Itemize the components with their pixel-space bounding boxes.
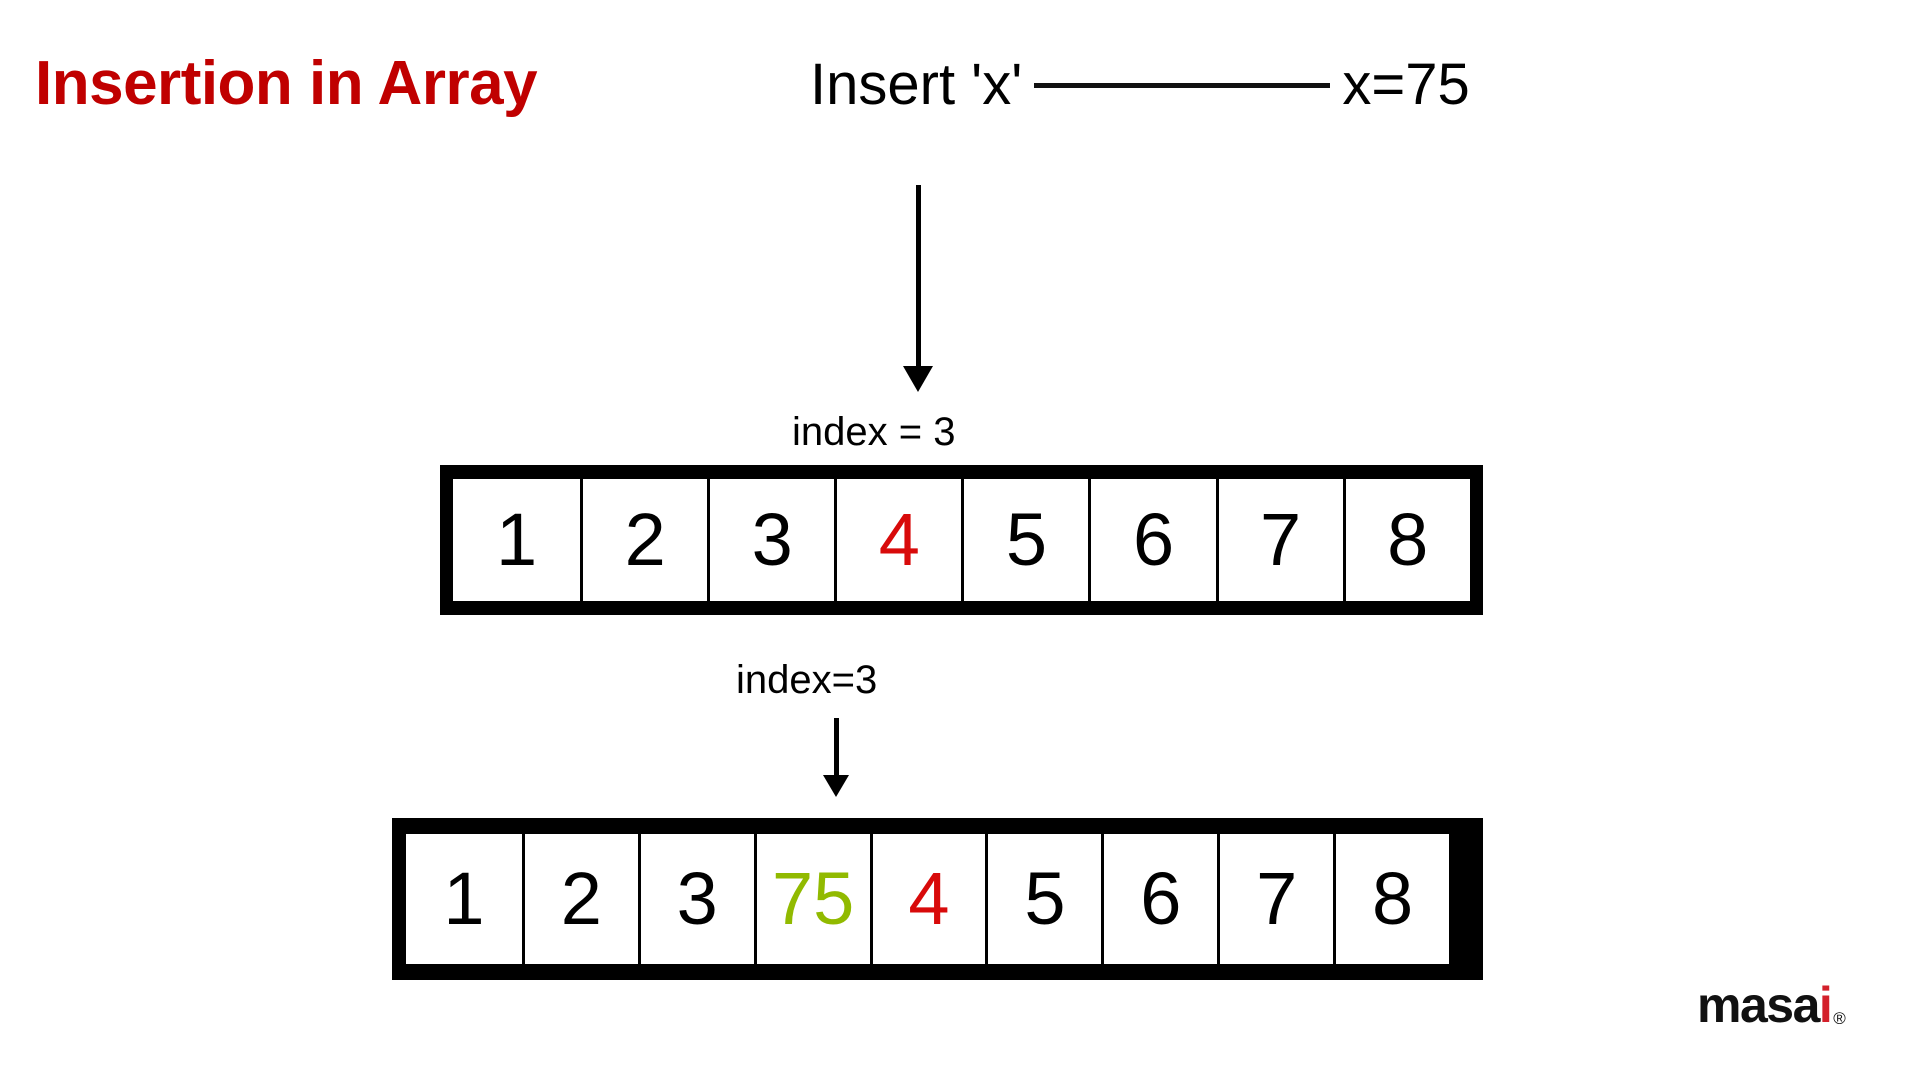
array-result: 1 2 3 75 4 5 6 7 8: [392, 818, 1483, 980]
array-cell: 4: [869, 834, 986, 964]
arrow-head: [823, 775, 849, 797]
down-arrow-icon-to-array-two: [823, 718, 849, 797]
down-arrow-icon-to-array-one: [903, 185, 933, 392]
array-cell: 6: [1101, 834, 1218, 964]
array-cell: 7: [1215, 479, 1343, 601]
array-cell: 5: [961, 479, 1089, 601]
array-cell-inserted: 75: [753, 834, 870, 964]
brand-name: masa: [1697, 977, 1820, 1033]
array-cell: 2: [580, 479, 708, 601]
array-cell: 6: [1088, 479, 1216, 601]
array-cell: 4: [834, 479, 962, 601]
array-cell: 2: [521, 834, 638, 964]
page-title: Insertion in Array: [35, 49, 538, 118]
insert-expression: Insert 'x' x=75: [810, 56, 1470, 114]
array-cell: 1: [406, 834, 522, 964]
array-cell: 3: [637, 834, 754, 964]
array-cell: 8: [1342, 479, 1470, 601]
index-label-result: index=3: [736, 658, 878, 702]
index-label-original: index = 3: [792, 410, 956, 454]
array-cell: 8: [1333, 834, 1450, 964]
connector-line: [1034, 82, 1331, 88]
arrow-shaft: [833, 718, 839, 776]
array-cell: 3: [707, 479, 835, 601]
brand-name-accent: i: [1818, 977, 1833, 1033]
array-cell: 7: [1217, 834, 1334, 964]
insert-value-label: x=75: [1342, 52, 1470, 117]
array-cell: 1: [453, 479, 581, 601]
insert-operation-label: Insert 'x': [810, 52, 1023, 117]
arrow-head: [903, 366, 933, 392]
array-original: 1 2 3 4 5 6 7 8: [440, 465, 1483, 615]
brand-logo: masa i ®: [1697, 980, 1846, 1030]
arrow-shaft: [915, 185, 921, 367]
registered-trademark-icon: ®: [1833, 1009, 1846, 1028]
array-cell: 5: [985, 834, 1102, 964]
